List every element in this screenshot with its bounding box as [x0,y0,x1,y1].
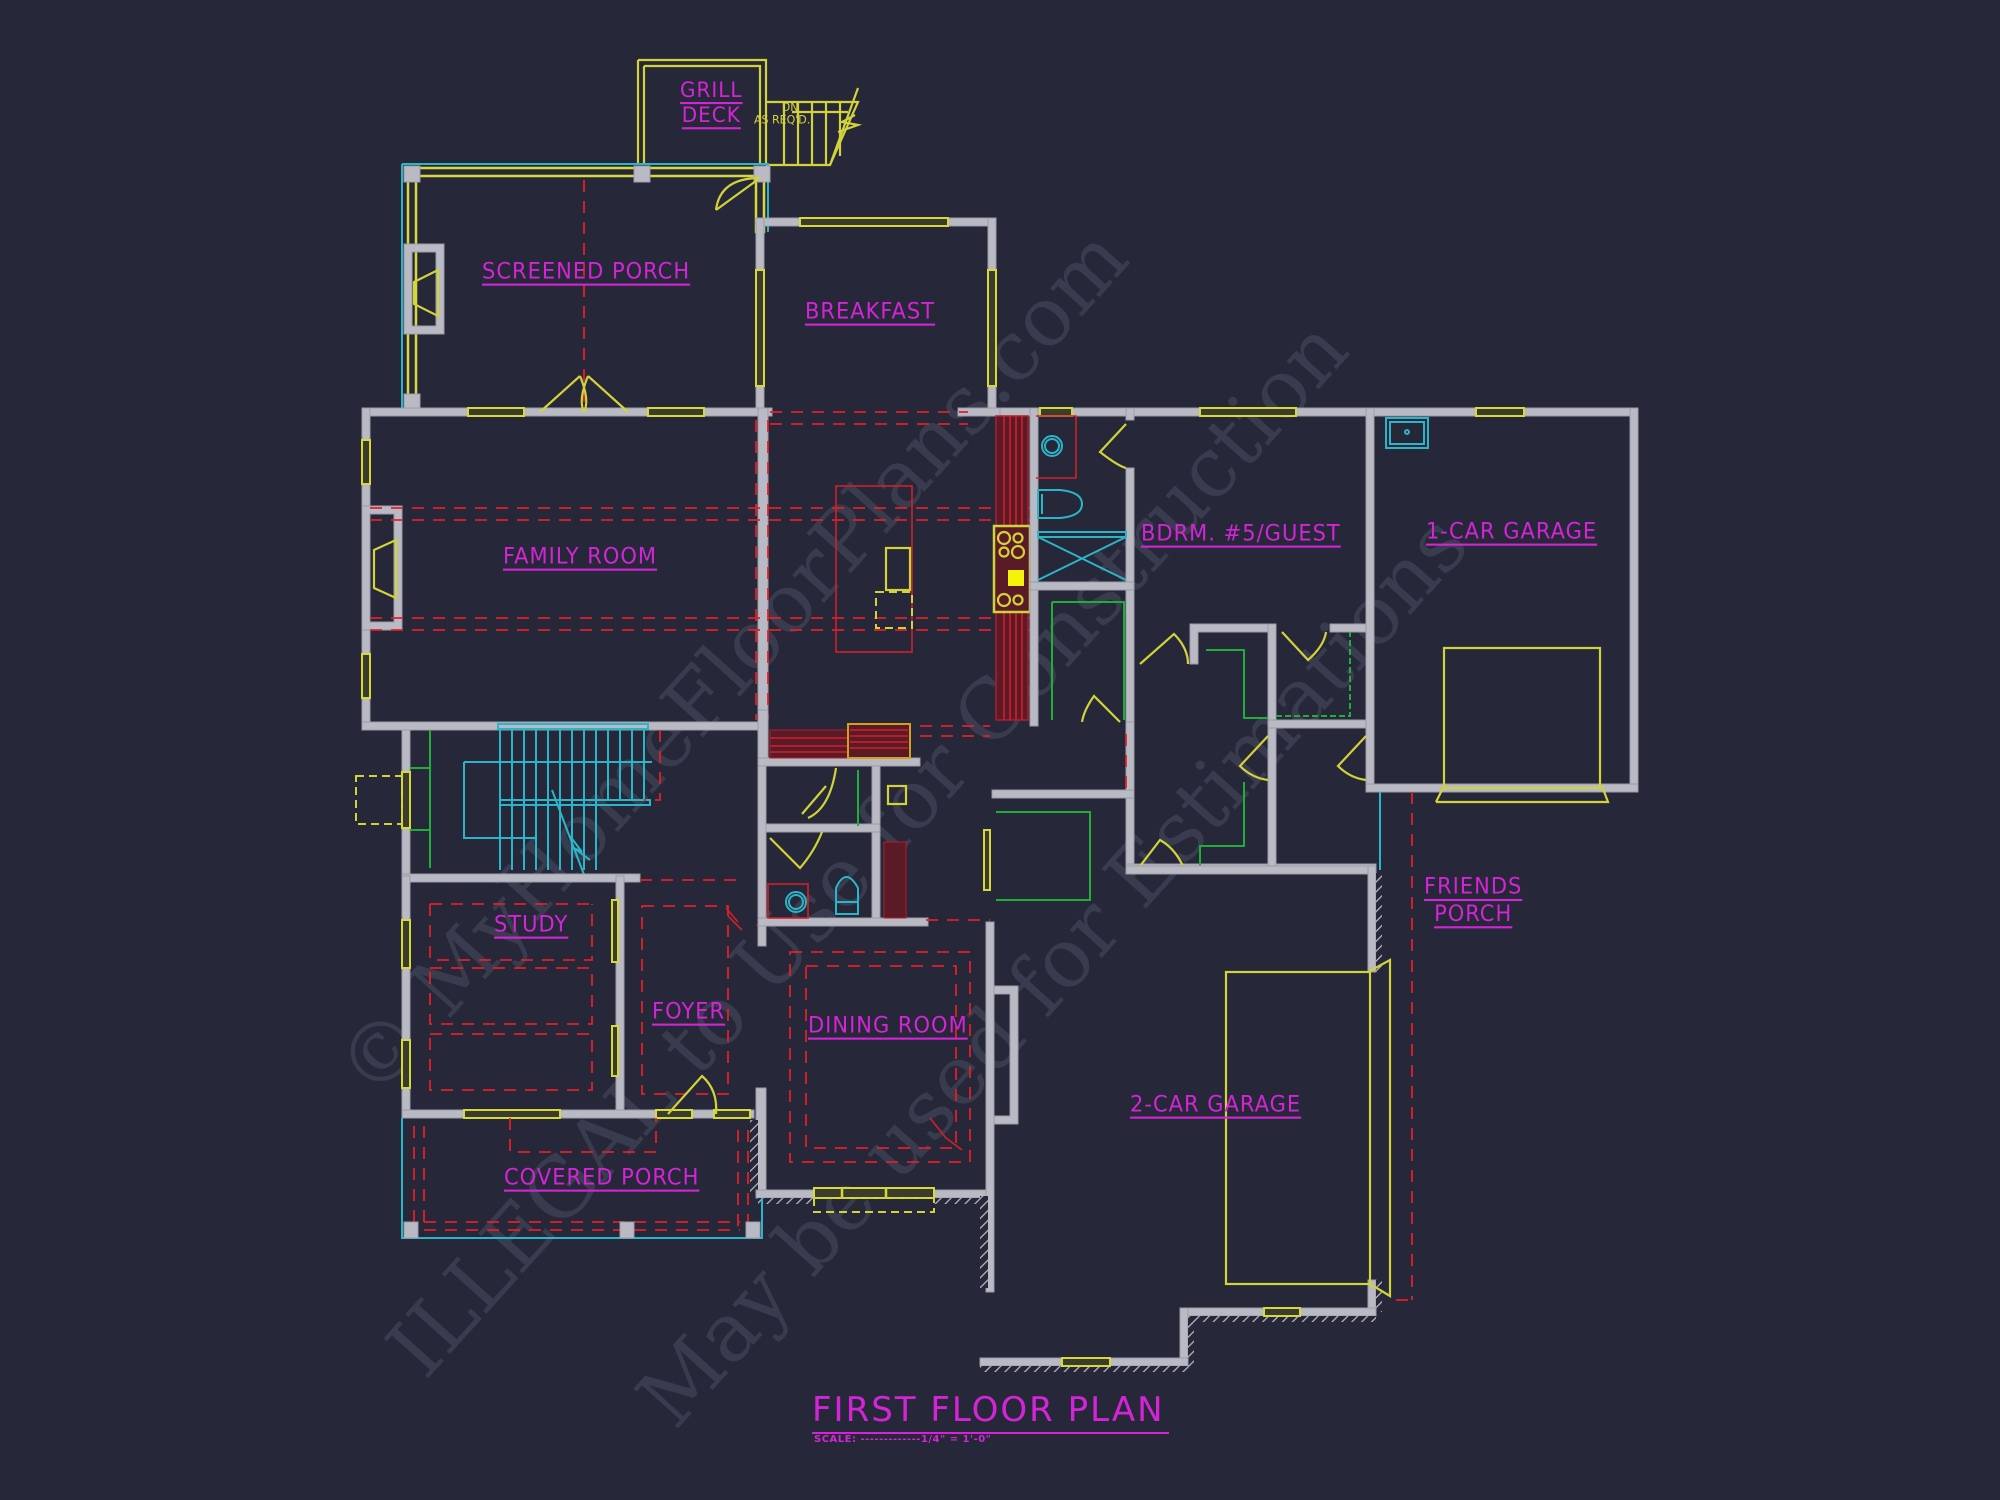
label-dining-room: DINING ROOM [808,1012,968,1038]
dining-room [755,925,1019,1213]
stairs [463,723,652,881]
label-foyer: FOYER [652,998,726,1024]
stair-dn-note: DN AS REQ'D. [754,100,810,126]
label-grill-deck: GRILL DECK [680,77,743,127]
label-two-car-garage: 2-CAR GARAGE [1130,1091,1302,1117]
label-screened-porch: SCREENED PORCH [482,258,691,284]
label-friends: FRIENDS [1424,873,1523,899]
label-bedroom-guest: BDRM. #5/GUEST [1141,520,1341,546]
label-grill: GRILL [680,76,743,102]
grill-deck [636,58,863,167]
label-covered-porch: COVERED PORCH [504,1164,700,1190]
one-car-garage [1379,417,1610,1300]
label-deck: DECK [681,102,741,128]
bedroom-hall [983,623,1377,901]
deck-stairs [782,87,863,166]
drawing-scale: SCALE: -------------1/4" = 1'-0" [814,1434,991,1445]
two-car-garage [979,865,1412,1372]
kitchen [370,407,1032,767]
powder-room [757,765,990,947]
covered-porch [401,1118,763,1239]
kitchen-counter [992,415,1032,721]
scale-leader: ------------- [860,1434,921,1445]
label-study: STUDY [494,911,569,937]
stair-hall [355,723,740,899]
label-friends-porch: FRIENDS PORCH [1424,873,1522,928]
scale-value: 1/4" = 1'-0" [920,1434,992,1445]
label-breakfast: BREAKFAST [805,298,936,324]
guest-bath [1029,407,1135,727]
label-porch: PORCH [1434,901,1513,927]
foyer [641,905,767,1199]
scale-label: SCALE: [814,1434,857,1445]
screened-porch [401,163,771,411]
label-as-reqd: AS REQ'D. [754,113,811,127]
study [401,875,755,1119]
drawing-title: FIRST FLOOR PLAN [812,1390,1169,1434]
label-one-car-garage: 1-CAR GARAGE [1426,518,1598,544]
label-dn: DN [781,100,799,114]
label-family-room: FAMILY ROOM [503,543,658,569]
exterior-walls [361,375,1639,793]
